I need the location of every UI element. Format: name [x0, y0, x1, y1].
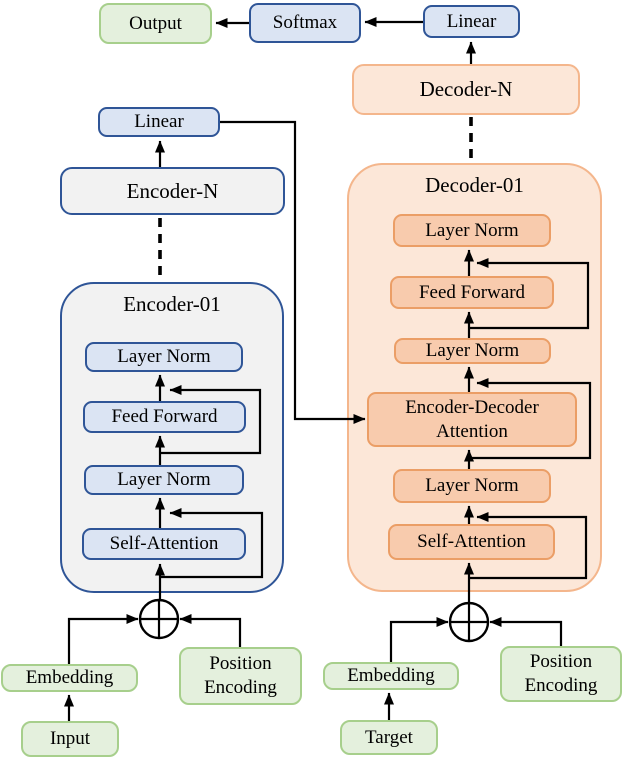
skip-connection-dec-encdec-attention: [469, 378, 592, 460]
arrow-position-encoding-to-add-right: [489, 617, 563, 646]
arrow-embedding-to-add-left: [67, 614, 139, 664]
softmax-box: Softmax: [249, 3, 361, 43]
skip-connection-enc-feedforward: [160, 385, 262, 455]
arrow-position-encoding-to-add-left: [179, 614, 242, 647]
dec-layer-norm-mid-box: Layer Norm: [394, 338, 551, 364]
add-icon: [138, 598, 180, 640]
encoder-n-box: Encoder-N: [60, 167, 285, 215]
skip-connection-dec-feedforward: [469, 258, 590, 330]
target-box: Target: [340, 720, 438, 755]
dec-layer-norm-bottom-box: Layer Norm: [393, 469, 551, 503]
enc-position-encoding-box: Position Encoding: [179, 647, 302, 705]
dec-position-encoding-box: Position Encoding: [500, 646, 622, 702]
skip-connection-enc-self-attention: [160, 508, 264, 579]
enc-feed-forward-box: Feed Forward: [83, 401, 246, 433]
output-box: Output: [99, 3, 212, 44]
dec-layer-norm-top-box: Layer Norm: [393, 214, 551, 247]
input-box: Input: [21, 721, 119, 757]
encoder-decoder-attention-box: Encoder-Decoder Attention: [367, 392, 577, 447]
encoder-block-title: Encoder-01: [123, 292, 221, 316]
enc-embedding-box: Embedding: [1, 664, 138, 692]
decoder-block-title: Decoder-01: [425, 173, 524, 197]
enc-layer-norm-top-box: Layer Norm: [85, 342, 243, 372]
enc-layer-norm-mid-box: Layer Norm: [84, 465, 244, 495]
dec-feed-forward-box: Feed Forward: [390, 276, 554, 309]
dec-self-attention-box: Self-Attention: [388, 524, 555, 560]
enc-self-attention-box: Self-Attention: [82, 528, 246, 560]
add-icon: [448, 601, 490, 643]
connector-linear-to-encoder-decoder-attention: [220, 120, 366, 424]
skip-connection-dec-self-attention: [469, 512, 588, 580]
linear-output-box: Linear: [423, 5, 520, 38]
linear-encoder-box: Linear: [98, 107, 220, 137]
arrow-embedding-to-add-right: [389, 617, 449, 662]
decoder-n-box: Decoder-N: [352, 64, 580, 115]
dec-embedding-box: Embedding: [323, 662, 459, 690]
